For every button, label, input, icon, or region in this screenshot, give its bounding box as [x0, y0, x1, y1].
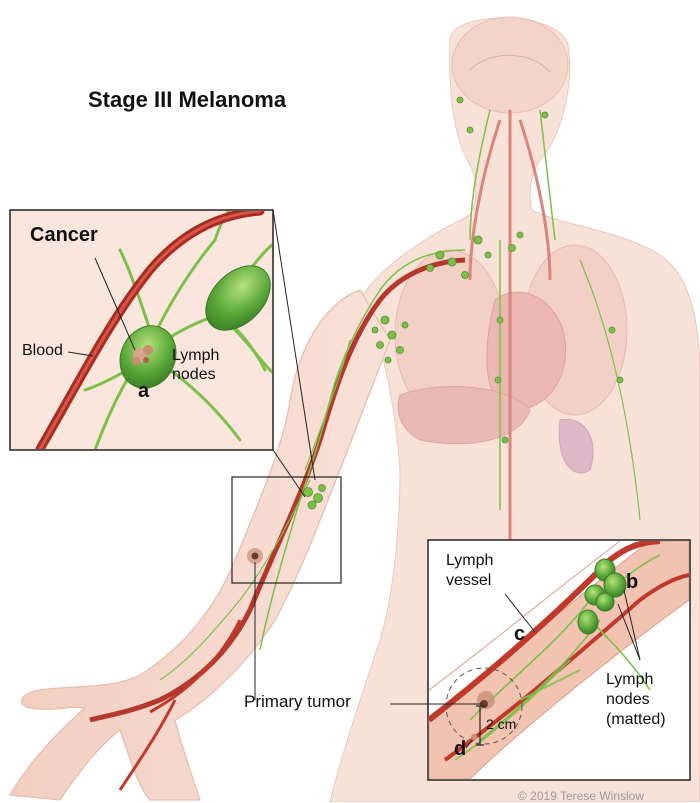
label-letter-b: b	[626, 571, 638, 594]
label-blood: Blood	[22, 342, 63, 360]
label-cancer: Cancer	[30, 224, 98, 247]
label-matted-line3: (matted)	[606, 711, 666, 729]
label-distance: 2 cm	[486, 716, 516, 732]
label-letter-d: d	[454, 738, 466, 761]
label-matted-line1: Lymph	[606, 671, 653, 689]
label-lymph-nodes-line1: Lymph	[172, 347, 219, 365]
diagram-title: Stage III Melanoma	[88, 87, 286, 113]
copyright-notice: © 2019 Terese Winslow	[518, 789, 644, 803]
primary-tumor-mark	[247, 548, 263, 564]
label-letter-c: c	[514, 623, 525, 646]
label-lymph-vessel-line1: Lymph	[446, 552, 493, 570]
label-lymph-vessel-line2: vessel	[446, 572, 491, 590]
label-letter-a: a	[138, 380, 149, 403]
label-lymph-nodes-line2: nodes	[172, 366, 216, 384]
label-matted-line2: nodes	[606, 691, 650, 709]
label-primary-tumor: Primary tumor	[244, 692, 351, 712]
